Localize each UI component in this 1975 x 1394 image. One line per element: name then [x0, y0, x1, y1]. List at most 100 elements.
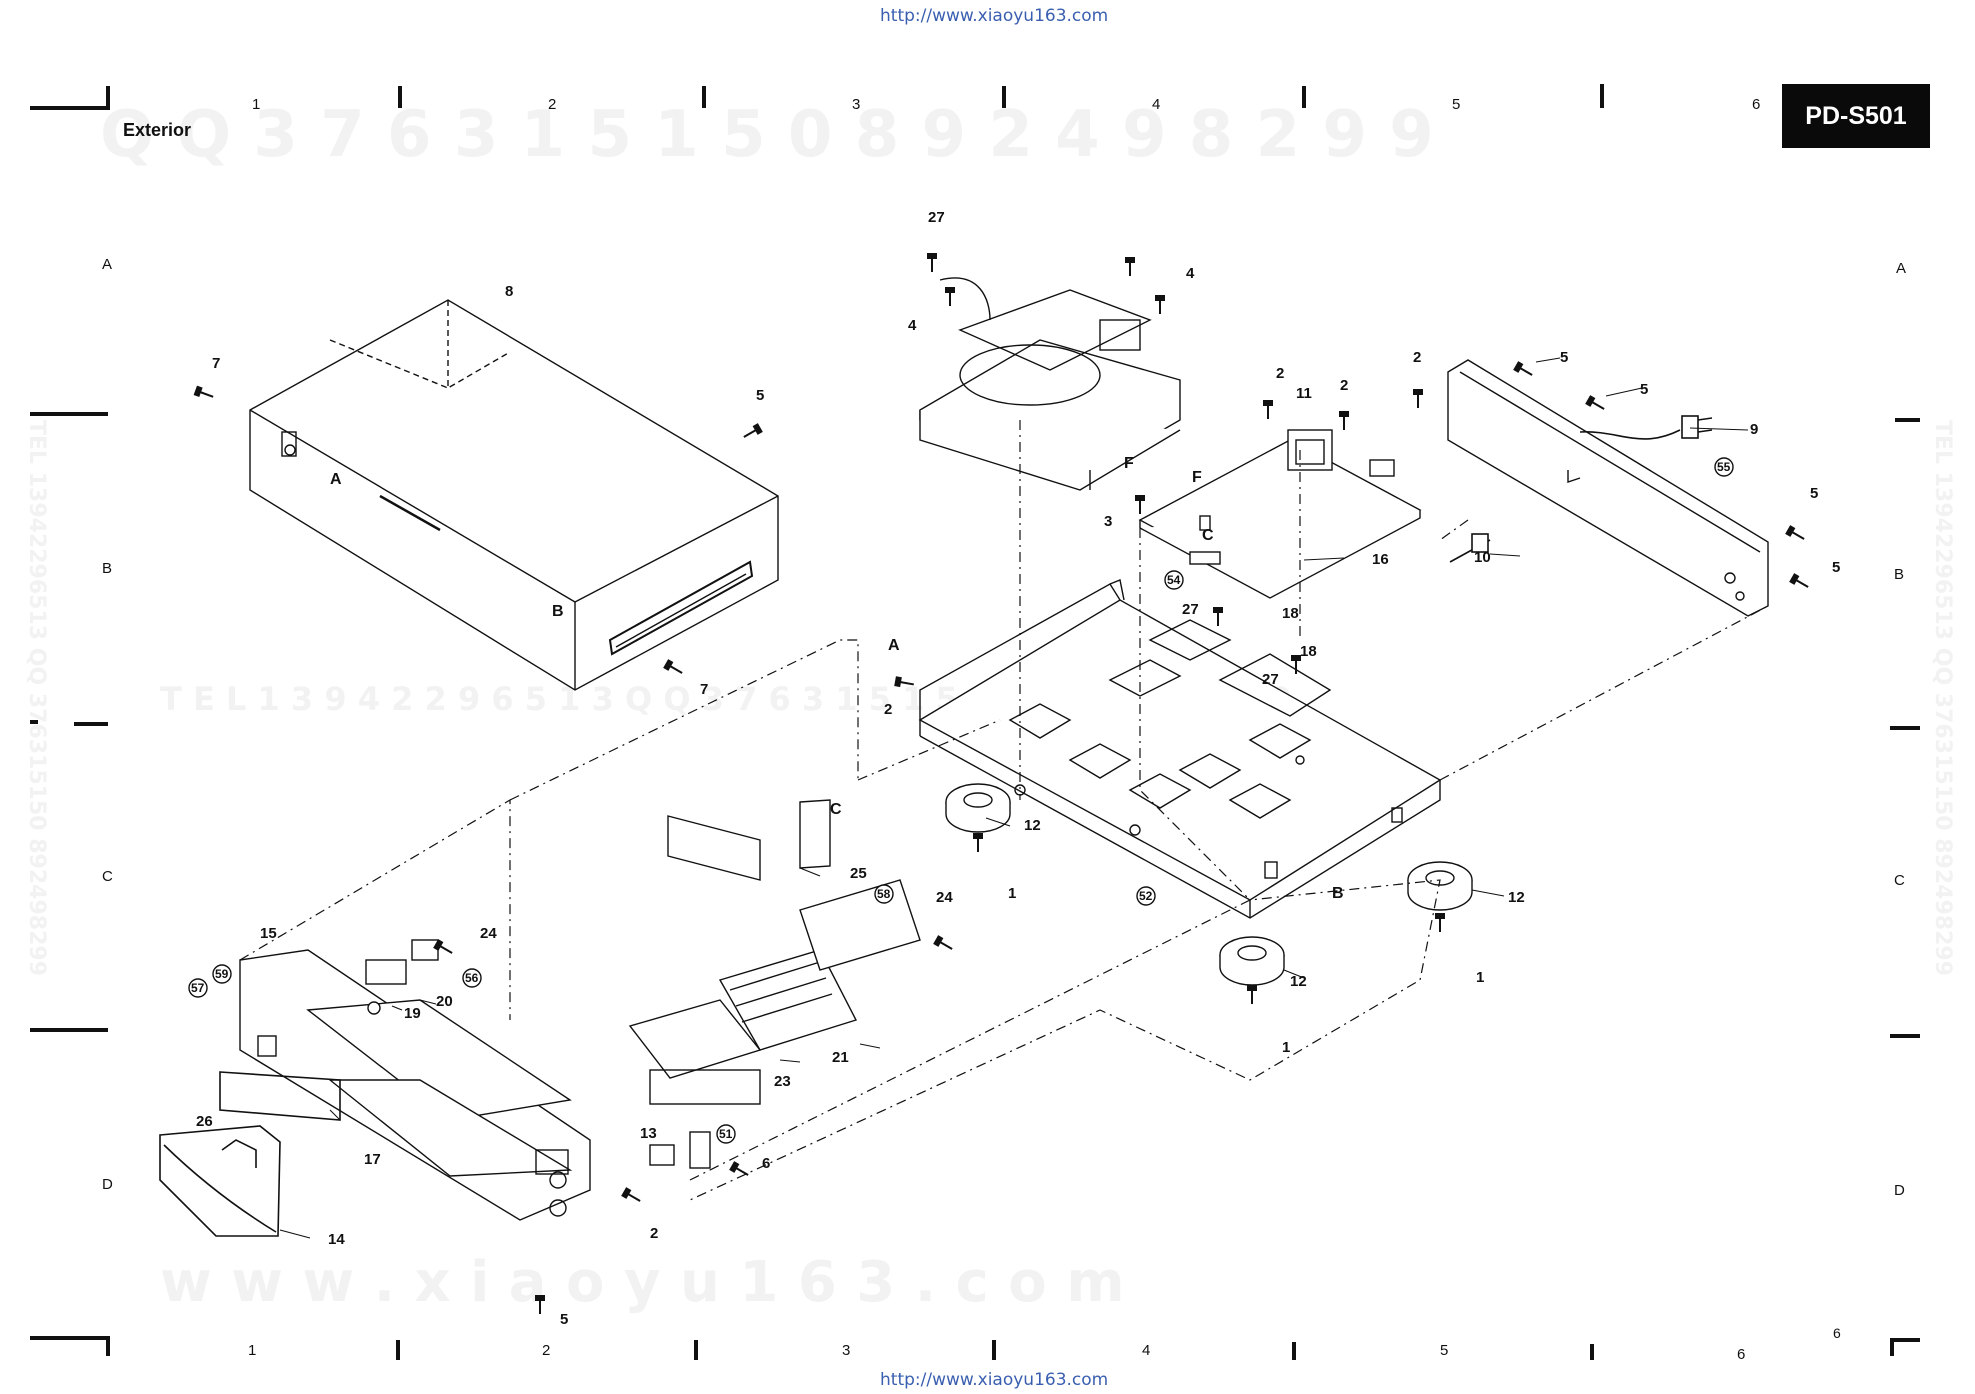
callout-2d: 2: [884, 701, 892, 718]
col-label-top-5: 5: [1452, 96, 1461, 113]
callout-57: 57: [188, 978, 208, 998]
callout-4b: 4: [908, 317, 917, 334]
callout-15: 15: [260, 925, 277, 942]
row-label-left-A: A: [102, 256, 113, 273]
row-label-left-D: D: [102, 1176, 113, 1193]
col-label-bottom-2: 2: [542, 1342, 551, 1359]
model-badge: PD-S501: [1782, 84, 1930, 148]
callout-9: 9: [1750, 421, 1758, 438]
callout-5d: 5: [1810, 485, 1818, 502]
svg-text:57: 57: [191, 981, 205, 995]
callout-13: 13: [640, 1125, 657, 1142]
section-title: Exterior: [123, 120, 192, 140]
circled-callouts: 55 54 52 58 56 59 57 51: [188, 457, 1734, 1144]
callout-59: 59: [212, 964, 232, 984]
watermark-bottom: w w w . x i a o y u 1 6 3 . c o m: [160, 1250, 1125, 1315]
svg-text:55: 55: [1717, 460, 1731, 474]
row-label-right-B: B: [1894, 566, 1905, 583]
svg-text:56: 56: [465, 971, 479, 985]
callout-11: 11: [1296, 385, 1312, 402]
ref-A-chassis: A: [888, 637, 900, 654]
callout-27c: 27: [1262, 671, 1279, 688]
frame-marks: [30, 84, 1920, 1360]
col-label-bottom-1: 1: [248, 1342, 257, 1359]
callout-12b: 12: [1508, 889, 1525, 906]
switch-boards: [365, 939, 711, 1169]
source-url-bottom[interactable]: http://www.xiaoyu163.com: [880, 1370, 1109, 1390]
callout-14: 14: [328, 1231, 345, 1248]
col-label-top-6: 6: [1752, 96, 1761, 113]
callout-24b: 24: [480, 925, 497, 942]
callout-27b: 27: [1182, 601, 1199, 618]
callout-1a: 1: [1008, 885, 1016, 902]
row-label-right-A: A: [1896, 260, 1907, 277]
source-url-top[interactable]: http://www.xiaoyu163.com: [880, 6, 1109, 26]
callout-7b: 7: [700, 681, 708, 698]
svg-text:54: 54: [1167, 573, 1181, 587]
callout-12a: 12: [1024, 817, 1041, 834]
callout-25: 25: [850, 865, 867, 882]
callout-labels: 8 7 5 7 27 4 4 2 2 2 11 5 5 9 5 5 3 16 1…: [196, 209, 1840, 1328]
col-label-top-3: 3: [852, 96, 861, 113]
col-label-top-4: 4: [1152, 96, 1161, 113]
row-label-right-C: C: [1894, 872, 1905, 889]
callout-18a: 18: [1282, 605, 1299, 622]
chassis: [918, 579, 1442, 919]
row-label-right-D: D: [1894, 1182, 1905, 1199]
callout-5e: 5: [1832, 559, 1840, 576]
col-label-bottom-5: 5: [1440, 1342, 1449, 1359]
callout-56: 56: [462, 968, 482, 988]
svg-text:59: 59: [215, 967, 229, 981]
callout-55: 55: [1714, 457, 1734, 477]
col-label-bottom-6: 6: [1737, 1346, 1746, 1363]
callout-5b: 5: [1560, 349, 1568, 366]
leader-lines: [279, 357, 1749, 1239]
callout-23: 23: [774, 1073, 791, 1090]
col-label-bottom-4: 4: [1142, 1342, 1151, 1359]
callout-4a: 4: [1186, 265, 1195, 282]
callout-6: 6: [762, 1155, 770, 1172]
svg-text:51: 51: [719, 1127, 733, 1141]
callout-51: 51: [716, 1124, 736, 1144]
callout-18b: 18: [1300, 643, 1317, 660]
callout-2e: 2: [650, 1225, 658, 1242]
top-cover: [249, 299, 779, 691]
callout-5f: 5: [560, 1311, 568, 1328]
ref-B-cover: B: [552, 603, 564, 620]
cables: [1449, 415, 1713, 563]
callout-52: 52: [1136, 886, 1156, 906]
callout-58: 58: [874, 884, 894, 904]
callout-5c: 5: [1640, 381, 1648, 398]
row-label-left-B: B: [102, 560, 113, 577]
watermark-right: TEL 13942296513 QQ 376315150 892498299: [1930, 420, 1955, 977]
page-number: 6: [1833, 1325, 1841, 1341]
cd-mechanism: [919, 277, 1181, 491]
callout-10: 10: [1474, 549, 1491, 566]
watermark-left: TEL 13942296513 QQ 376315150 892498299: [24, 420, 49, 977]
ref-B-chassis: B: [1332, 885, 1344, 902]
callout-17: 17: [364, 1151, 381, 1168]
callout-1c: 1: [1282, 1039, 1290, 1056]
callout-16: 16: [1372, 551, 1389, 568]
callout-20: 20: [436, 993, 453, 1010]
ref-C-display: C: [830, 801, 842, 818]
display-boards: [628, 799, 921, 1105]
ref-F-mech: F: [1124, 455, 1134, 472]
callout-2a: 2: [1276, 365, 1284, 382]
col-label-bottom-3: 3: [842, 1342, 851, 1359]
callout-8: 8: [505, 283, 513, 300]
power-board: [1138, 429, 1422, 599]
callout-2c: 2: [1413, 349, 1421, 366]
ref-F-board: F: [1192, 469, 1202, 486]
tray-door: [159, 1071, 341, 1237]
callout-7a: 7: [212, 355, 220, 372]
col-label-top-2: 2: [548, 96, 557, 113]
svg-text:58: 58: [877, 887, 891, 901]
reference-letters: A B A B C C F F: [330, 455, 1344, 902]
callout-54: 54: [1164, 570, 1184, 590]
callout-27a: 27: [928, 209, 945, 226]
callout-1b: 1: [1476, 969, 1484, 986]
col-label-top-1: 1: [252, 96, 261, 113]
svg-text:52: 52: [1139, 889, 1153, 903]
ref-A-cover: A: [330, 471, 342, 488]
